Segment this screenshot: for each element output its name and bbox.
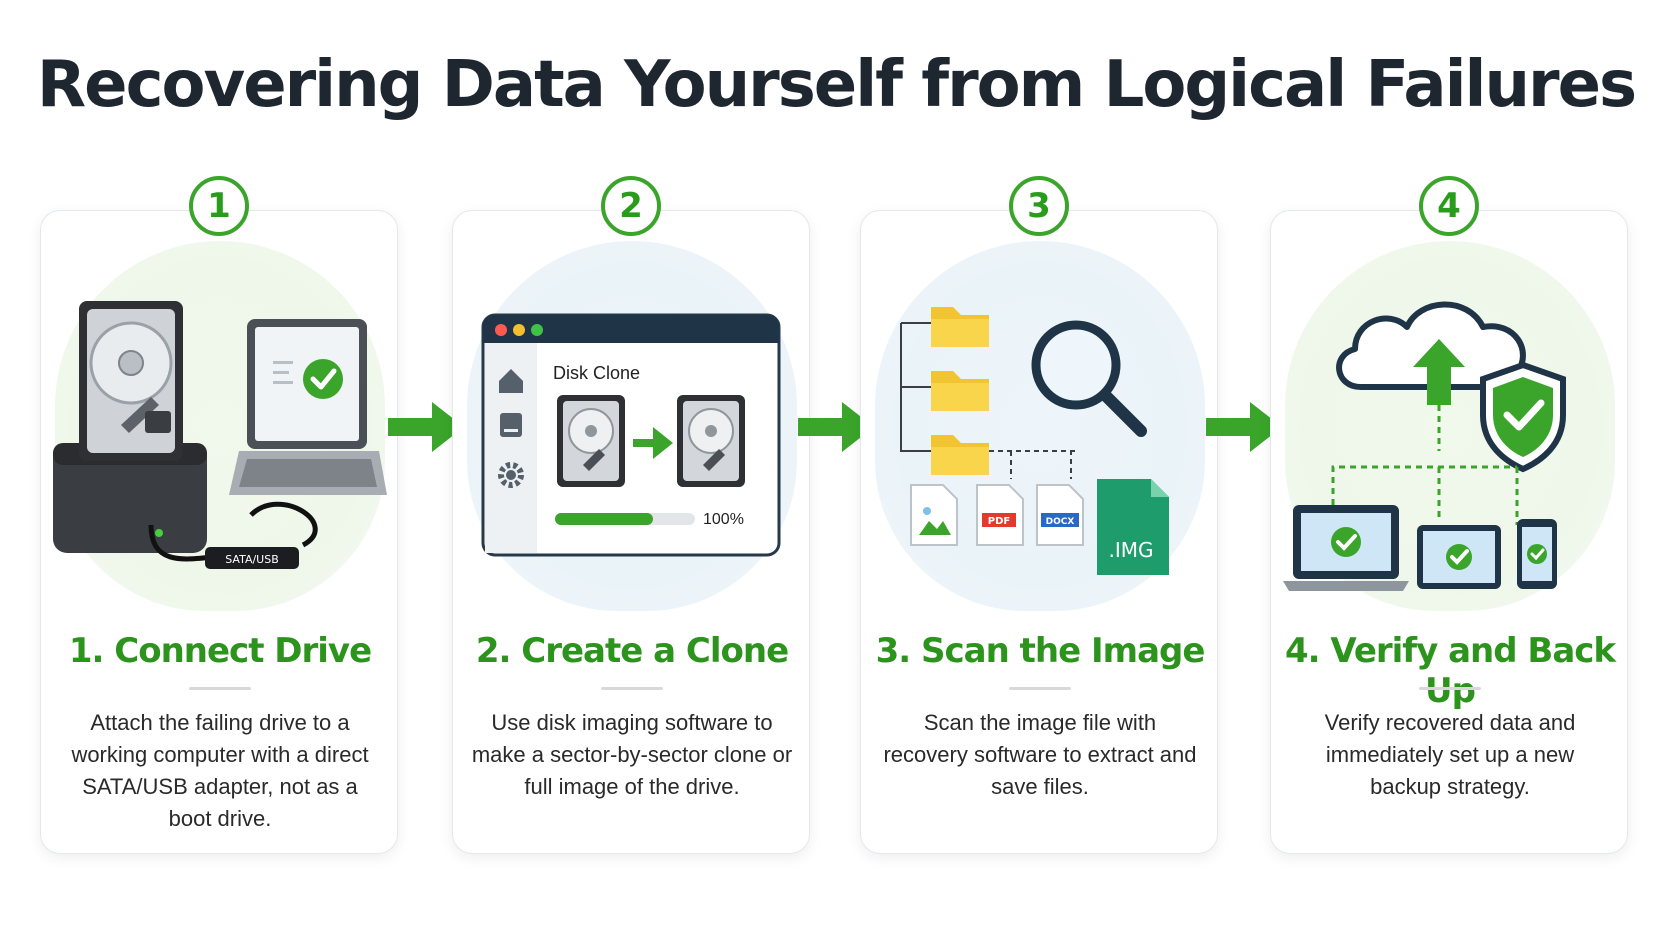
pdf-file-icon: PDF: [976, 484, 1024, 546]
create-clone-illustration: Disk Clone 100%: [481, 313, 781, 557]
step-description: Verify recovered data and immediately se…: [1324, 710, 1576, 799]
progress-label: 100%: [703, 511, 744, 528]
gear-icon: [498, 462, 524, 488]
divider: [1419, 687, 1481, 690]
step-title: 4. Verify and Back Up: [1284, 631, 1616, 711]
laptop-icon: [1283, 505, 1409, 591]
laptop-icon: [229, 319, 387, 495]
step-description: Use disk imaging software to make a sect…: [471, 710, 793, 799]
shield-check-icon: [1480, 361, 1566, 473]
folder-icon: [931, 435, 989, 475]
source-drive-icon: [557, 395, 625, 487]
folder-icon: [931, 371, 989, 411]
scan-image-illustration: PDF DOCX .IMG: [900, 307, 1169, 575]
folder-icon: [931, 307, 989, 347]
arrow-right-icon: [388, 402, 464, 452]
tablet-icon: [1417, 525, 1501, 589]
divider: [1009, 687, 1071, 690]
check-icon: [303, 359, 343, 399]
target-drive-icon: [677, 395, 745, 487]
svg-text:.IMG: .IMG: [1108, 538, 1153, 562]
arrow-right-icon: [798, 402, 874, 452]
home-icon: [499, 369, 523, 393]
step-description: Attach the failing drive to a working co…: [71, 710, 369, 831]
hard-drive-icon: [79, 301, 183, 461]
divider: [189, 687, 251, 690]
step-title: 1. Connect Drive: [68, 631, 372, 671]
step-number-badge-4: 4: [1419, 176, 1479, 236]
step-number-badge-1: 1: [189, 176, 249, 236]
connect-drive-illustration: SATA/USB: [53, 301, 387, 569]
step-number-badge-3: 3: [1009, 176, 1069, 236]
window-title: Disk Clone: [553, 363, 640, 383]
step-title: 3. Scan the Image: [875, 631, 1206, 671]
divider: [601, 687, 663, 690]
svg-text:PDF: PDF: [988, 516, 1010, 527]
drive-icon: [500, 413, 522, 437]
page-title: Recovering Data Yourself from Logical Fa…: [36, 48, 1637, 122]
step-card-1: SATA/USB 1. Connect Drive Attach the fai…: [40, 210, 398, 854]
image-file-icon: [910, 484, 958, 546]
step-number-badge-2: 2: [601, 176, 661, 236]
svg-text:DOCX: DOCX: [1046, 517, 1075, 527]
img-file-icon: .IMG: [1097, 479, 1169, 575]
phone-icon: [1517, 519, 1557, 589]
cable-label: SATA/USB: [225, 553, 279, 566]
progress-bar: [555, 513, 695, 525]
magnifier-icon: [1031, 320, 1147, 437]
verify-backup-illustration: [1283, 301, 1566, 591]
step-card-2: Disk Clone 100% 2. Create a Clone Use di…: [452, 210, 810, 854]
step-title: 2. Create a Clone: [475, 631, 789, 671]
step-card-4: 4. Verify and Back Up Verify recovered d…: [1270, 210, 1628, 854]
step-card-3: PDF DOCX .IMG 3. Scan the Image Scan the…: [860, 210, 1218, 854]
docx-file-icon: DOCX: [1036, 484, 1084, 546]
step-description: Scan the image file with recovery softwa…: [883, 710, 1197, 799]
arrow-right-icon: [1206, 402, 1282, 452]
